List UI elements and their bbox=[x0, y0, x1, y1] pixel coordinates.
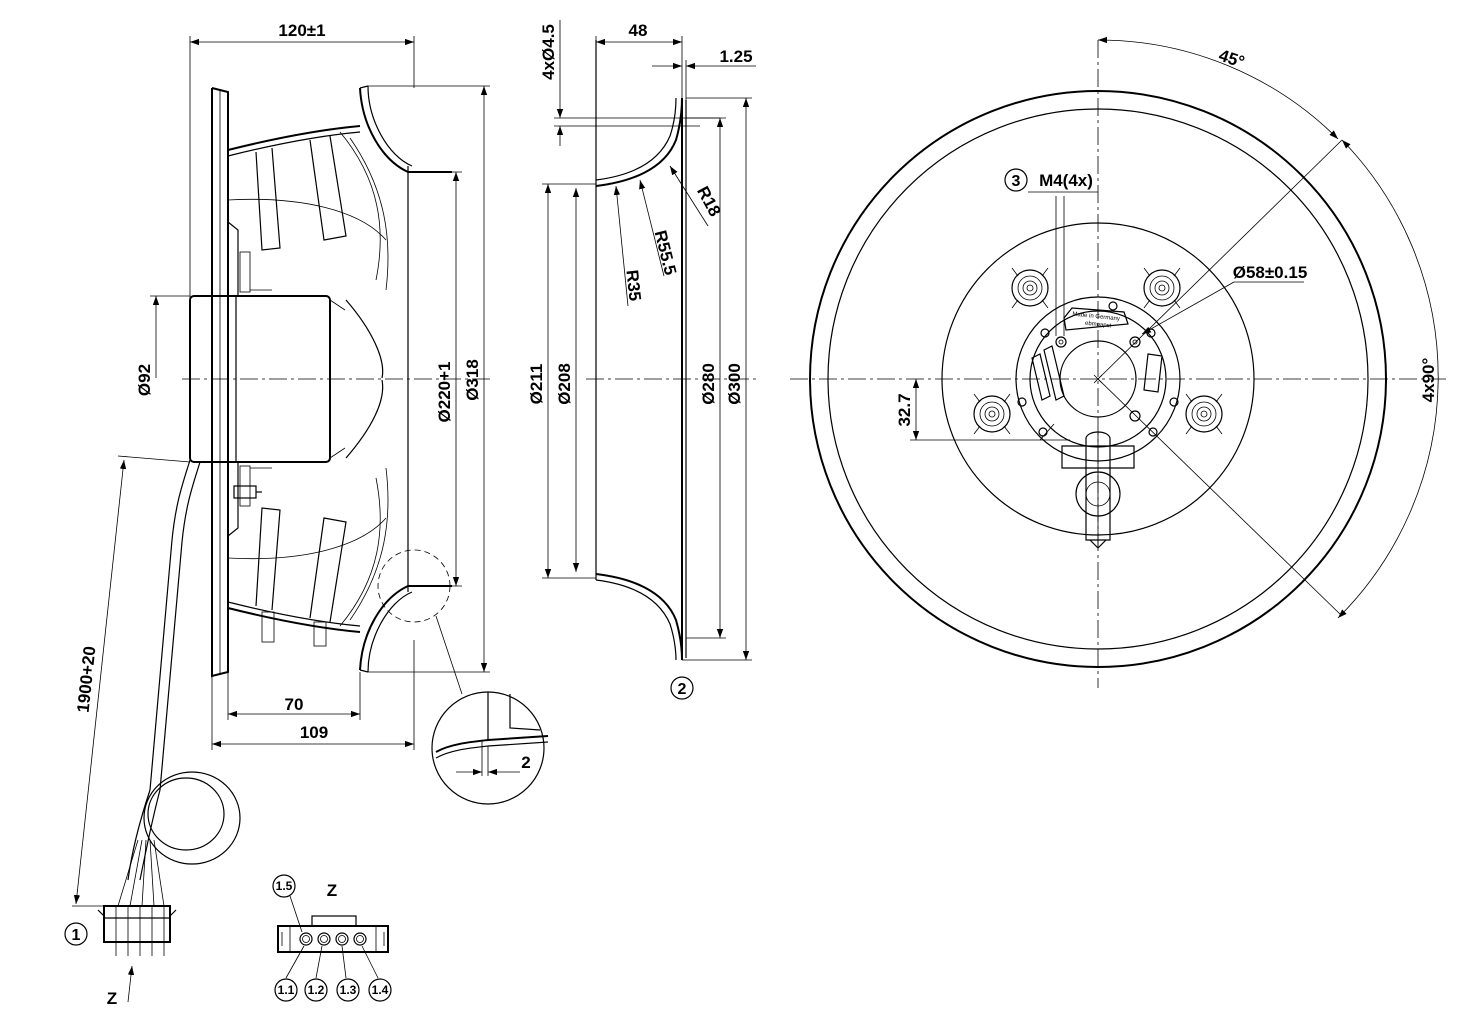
connector-side bbox=[97, 905, 177, 956]
callout-1-label: 1 bbox=[72, 927, 81, 944]
connector-z-view: Z 1.5 1.1 1.2 1.3 1.4 bbox=[272, 874, 392, 1002]
dim-bolt-circle: Ø58±0.15 bbox=[1233, 263, 1308, 282]
callout-3-bubble bbox=[1004, 168, 1028, 192]
callout-2-bubble bbox=[670, 676, 694, 700]
callout-3-label: 3 bbox=[1012, 173, 1021, 190]
nozzle-side-view bbox=[586, 40, 760, 661]
pin-label-1-1: 1.1 bbox=[278, 983, 295, 997]
dim-outer-diameter: Ø318 bbox=[463, 359, 482, 401]
label-plate-line1: Made in Germany bbox=[1072, 312, 1120, 323]
label-plate-left2 bbox=[1031, 353, 1051, 401]
label-plate-right bbox=[1143, 353, 1163, 393]
dim-flange-thickness: 1.25 bbox=[719, 47, 752, 66]
label-plate-line2: ebmpapst bbox=[1085, 321, 1112, 330]
pin-label-1-5: 1.5 bbox=[276, 879, 293, 893]
nozzle-dimensions: 48 1.25 4xØ4.5 R18 R55.5 R35 Ø211 Ø208 Ø… bbox=[527, 20, 756, 700]
dim-total-length: 120±1 bbox=[278, 21, 325, 40]
pin-label-1-3: 1.3 bbox=[340, 983, 357, 997]
cable-gland bbox=[1061, 431, 1135, 549]
dim-radius-35: R35 bbox=[622, 269, 644, 302]
dim-nozzle-211: Ø211 bbox=[527, 364, 546, 405]
mount-boss-l bbox=[973, 393, 1011, 435]
mount-boss-r bbox=[1185, 393, 1223, 435]
view-arrow-z: Z bbox=[107, 989, 117, 1008]
dim-rotor-109: 109 bbox=[300, 723, 328, 742]
dim-angle-45: 45° bbox=[1217, 46, 1248, 72]
dim-offset: 32.7 bbox=[895, 393, 914, 426]
dim-nozzle-depth: 48 bbox=[629, 21, 648, 40]
dim-mount-holes: 4xØ4.5 bbox=[539, 24, 558, 80]
mount-boss-ur bbox=[1143, 267, 1181, 309]
dim-detail-gap: 2 bbox=[521, 753, 530, 772]
mount-boss-ul bbox=[1011, 267, 1049, 309]
dim-nozzle-280: Ø280 bbox=[699, 363, 718, 405]
z-view-title: Z bbox=[327, 881, 337, 900]
side-view-dimensions: 120±1 Ø92 Ø220+1 Ø318 70 109 1900+20 Z bbox=[64, 21, 490, 1008]
dim-nozzle-300: Ø300 bbox=[725, 363, 744, 405]
callout-2-label: 2 bbox=[678, 681, 687, 698]
front-view-dimensions: 45° 4x90° 3 M4(4x) Ø58±0.15 32.7 bbox=[895, 36, 1439, 619]
dim-angle-4x90: 4x90° bbox=[1419, 357, 1438, 402]
dim-rotor-70: 70 bbox=[285, 695, 304, 714]
label-plate-top: Made in Germany ebmpapst bbox=[1063, 307, 1129, 331]
callout-1-bubble bbox=[64, 922, 88, 946]
thread-label: M4(4x) bbox=[1039, 171, 1093, 190]
dim-hub-diameter: Ø92 bbox=[135, 364, 154, 396]
label-plate-left bbox=[1043, 345, 1065, 401]
pin-label-1-4: 1.4 bbox=[372, 983, 389, 997]
detail-view-gap: 2 bbox=[431, 691, 549, 805]
dim-impeller-diameter: Ø220+1 bbox=[435, 362, 454, 423]
dim-radius-55: R55.5 bbox=[651, 228, 680, 277]
front-view: Made in Germany ebmpapst bbox=[790, 40, 1450, 688]
pin-label-1-2: 1.2 bbox=[308, 983, 325, 997]
side-view-fan bbox=[97, 85, 492, 956]
dim-nozzle-208: Ø208 bbox=[555, 363, 574, 405]
dim-cable-length: 1900+20 bbox=[74, 645, 100, 713]
